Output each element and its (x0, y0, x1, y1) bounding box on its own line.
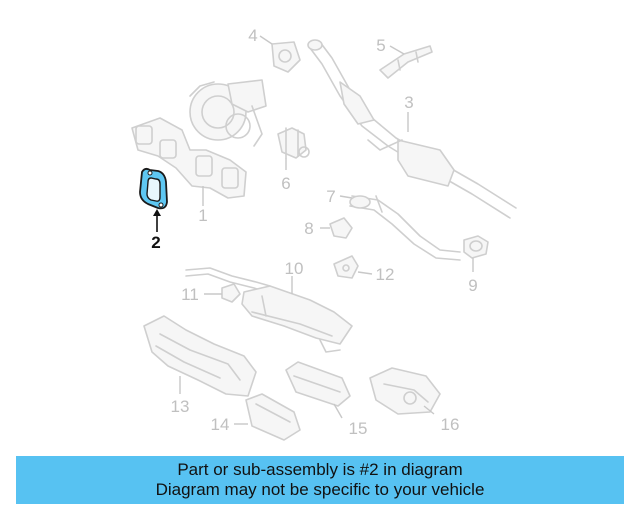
callout-8: 8 (304, 219, 313, 238)
part-10-muffler[interactable] (185, 267, 353, 353)
callout-4: 4 (248, 26, 257, 45)
part-6-clamp[interactable] (277, 127, 310, 170)
part-2-gasket-highlighted[interactable] (139, 167, 168, 232)
callout-9: 9 (468, 276, 477, 295)
part-15-heat-shield[interactable] (285, 361, 351, 419)
banner-line-2: Diagram may not be specific to your vehi… (155, 480, 485, 499)
part-11-clamp[interactable] (204, 283, 241, 303)
callout-3: 3 (404, 93, 413, 112)
callout-13: 13 (171, 397, 190, 416)
part-13-heat-shield[interactable] (143, 315, 257, 397)
part-14-heat-shield[interactable] (234, 393, 301, 441)
callout-6: 6 (281, 174, 290, 193)
callout-12: 12 (376, 265, 395, 284)
callout-7: 7 (326, 187, 335, 206)
part-16-rear-heat-shield[interactable] (369, 367, 441, 415)
callout-5: 5 (376, 36, 385, 55)
part-4-flange-gasket[interactable] (259, 35, 301, 73)
part-9-rubber-mount[interactable] (463, 235, 489, 272)
info-banner: Part or sub-assembly is #2 in diagram Di… (16, 456, 624, 504)
callout-16: 16 (441, 415, 460, 434)
callout-11: 11 (181, 285, 199, 304)
callout-2: 2 (151, 233, 160, 252)
part-7-intermediate-pipe[interactable] (339, 195, 461, 261)
callout-10: 10 (285, 259, 304, 278)
part-12-hanger[interactable] (333, 255, 373, 279)
exhaust-parts-diagram: 1 2 3 4 5 6 7 8 9 10 11 12 13 14 15 16 (131, 26, 517, 441)
callout-1: 1 (198, 206, 207, 225)
part-3-front-pipe[interactable] (307, 39, 517, 219)
part-5-bracket[interactable] (379, 45, 433, 79)
callout-14: 14 (211, 415, 230, 434)
part-8-hanger[interactable] (320, 217, 353, 239)
part-1-manifold-turbo[interactable] (131, 79, 267, 206)
banner-line-1: Part or sub-assembly is #2 in diagram (177, 460, 463, 479)
callout-15: 15 (349, 419, 368, 438)
